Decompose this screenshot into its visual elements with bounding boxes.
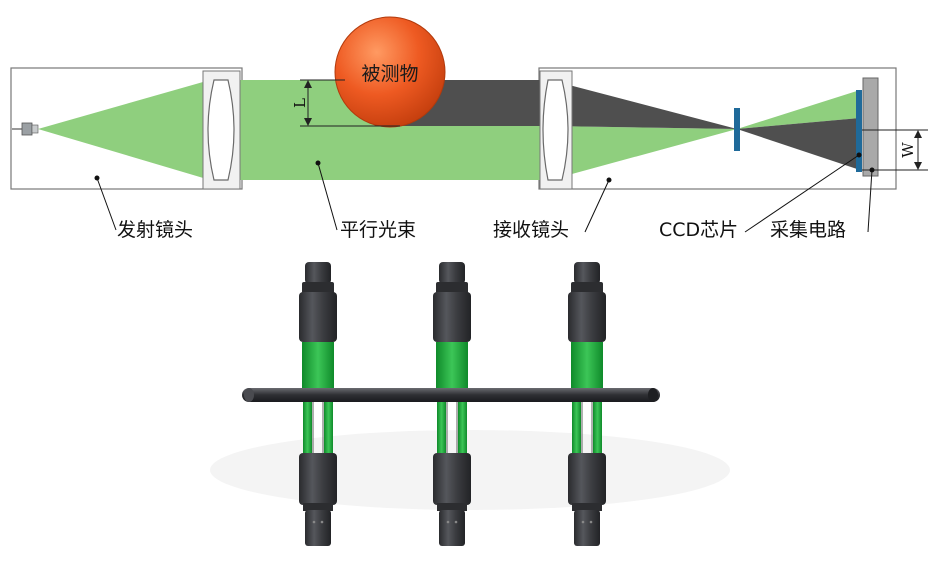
label-acquisition-circuit: 采集电路 xyxy=(770,219,846,241)
receiver-head xyxy=(433,453,471,546)
emitter-lens xyxy=(202,70,241,190)
receiver-head xyxy=(568,453,606,546)
diverge-green xyxy=(737,90,860,129)
laser-beam xyxy=(571,342,603,456)
emitter-head xyxy=(299,262,337,342)
emitter-beam-cone xyxy=(38,80,210,180)
leader-receiver-lens xyxy=(584,177,612,233)
sensor-pair xyxy=(299,262,337,546)
emitter-head xyxy=(568,262,606,342)
label-parallel-beam: 平行光束 xyxy=(340,219,416,241)
aperture-plate xyxy=(734,108,740,151)
dimension-L-label: L xyxy=(291,98,309,108)
sensor-pair xyxy=(568,262,606,546)
dimension-L: L xyxy=(291,79,400,127)
diverge-gray xyxy=(737,118,860,170)
emitter-head xyxy=(433,262,471,342)
laser-beam xyxy=(436,342,468,456)
leader-emitter-lens xyxy=(94,175,117,231)
label-ccd-chip: CCD芯片 xyxy=(659,219,738,241)
measured-object: 被测物 xyxy=(334,16,446,128)
test-rod xyxy=(242,388,660,402)
object-label: 被测物 xyxy=(361,63,418,85)
optical-schematic: 被测物 L W xyxy=(10,16,928,241)
receiver-lens xyxy=(539,70,573,190)
dimension-W: W xyxy=(862,129,928,171)
sensor-pair xyxy=(433,262,471,546)
circuit-board xyxy=(862,77,879,177)
light-source-icon xyxy=(12,122,39,136)
dimension-W-label: W xyxy=(899,142,917,158)
laser-beam xyxy=(302,342,334,456)
leader-parallel-beam xyxy=(315,160,338,231)
leader-ccd-chip xyxy=(744,152,862,233)
sensor-assembly xyxy=(210,262,730,546)
receiver-green-converge xyxy=(550,126,737,180)
leader-acquisition-circuit xyxy=(867,167,875,233)
label-emitter-lens: 发射镜头 xyxy=(117,219,193,241)
receiver-gray-converge xyxy=(550,80,737,129)
ccd-chip-plate xyxy=(856,90,862,172)
receiver-head xyxy=(299,453,337,546)
label-receiver-lens: 接收镜头 xyxy=(493,219,569,241)
